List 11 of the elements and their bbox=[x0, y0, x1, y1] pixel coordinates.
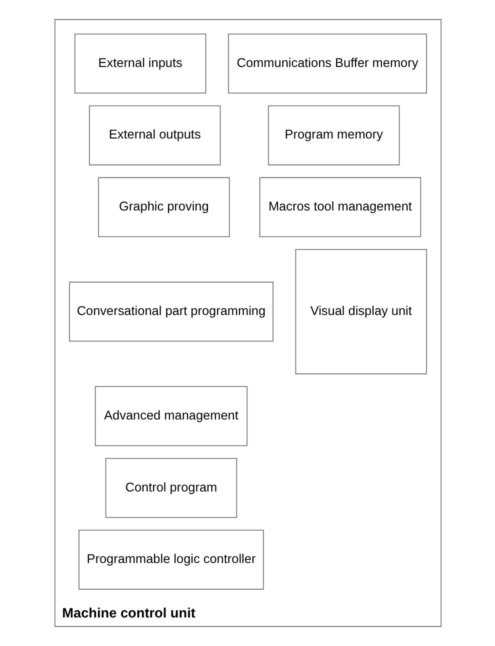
node-box: External inputs bbox=[74, 34, 206, 94]
node-box: Advanced management bbox=[94, 386, 248, 446]
node-box: Control program bbox=[104, 458, 237, 518]
node-box: Macros tool management bbox=[258, 177, 421, 238]
node-box: Program memory bbox=[268, 105, 400, 166]
node-box: Visual display unit bbox=[294, 248, 426, 374]
node-box: Communications Buffer memory bbox=[228, 34, 426, 94]
node-box: External outputs bbox=[88, 105, 220, 166]
node-box: Conversational part programming bbox=[68, 282, 273, 342]
node-box: Programmable logic controller bbox=[78, 530, 264, 590]
node-box: Graphic proving bbox=[98, 177, 230, 238]
